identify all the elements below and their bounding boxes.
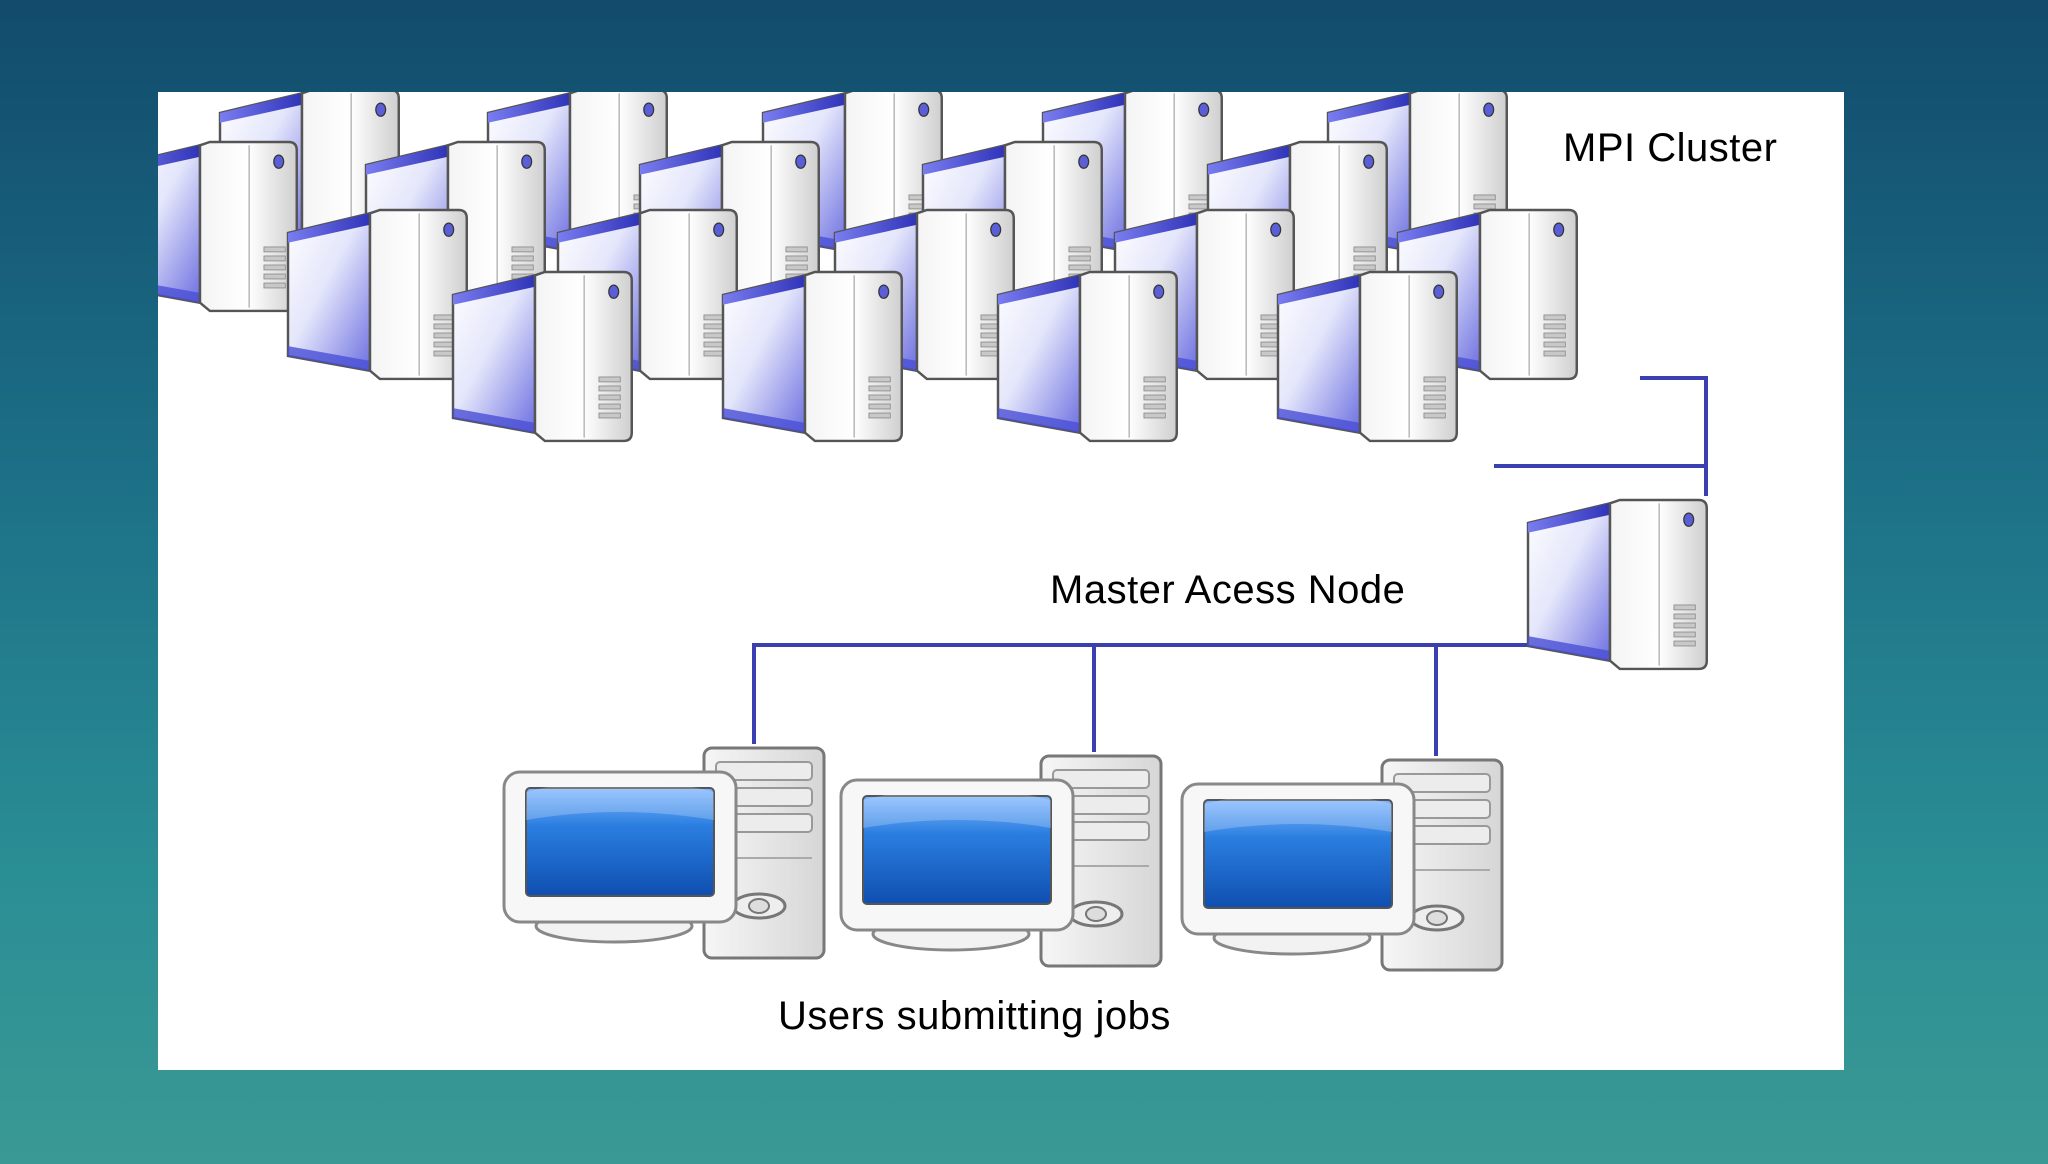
- master-node-label: Master Acess Node: [1050, 568, 1406, 612]
- cluster-server-18: [996, 270, 1178, 443]
- cluster-server-17: [721, 270, 903, 443]
- mpi-cluster-label: MPI Cluster: [1563, 126, 1778, 170]
- workstation-1: [502, 746, 826, 960]
- cluster-server-6: [158, 140, 298, 313]
- master-server: [1526, 498, 1708, 671]
- mpi-cluster: [158, 92, 1578, 443]
- user-link-1: [752, 643, 1528, 744]
- workstation-2: [839, 754, 1163, 968]
- cluster-server-11: [286, 208, 468, 381]
- diagram-panel: MPI Cluster Master Acess Node Users subm…: [158, 92, 1844, 1070]
- network-diagram: [158, 92, 1708, 972]
- workstation-3: [1180, 758, 1504, 972]
- user-workstations: [502, 746, 1504, 972]
- cluster-server-19: [1276, 270, 1458, 443]
- network-connectors: [752, 376, 1708, 756]
- users-label: Users submitting jobs: [778, 994, 1171, 1038]
- cluster-uplink: [1640, 376, 1708, 496]
- cluster-server-16: [451, 270, 633, 443]
- master-access-node: [1526, 498, 1708, 671]
